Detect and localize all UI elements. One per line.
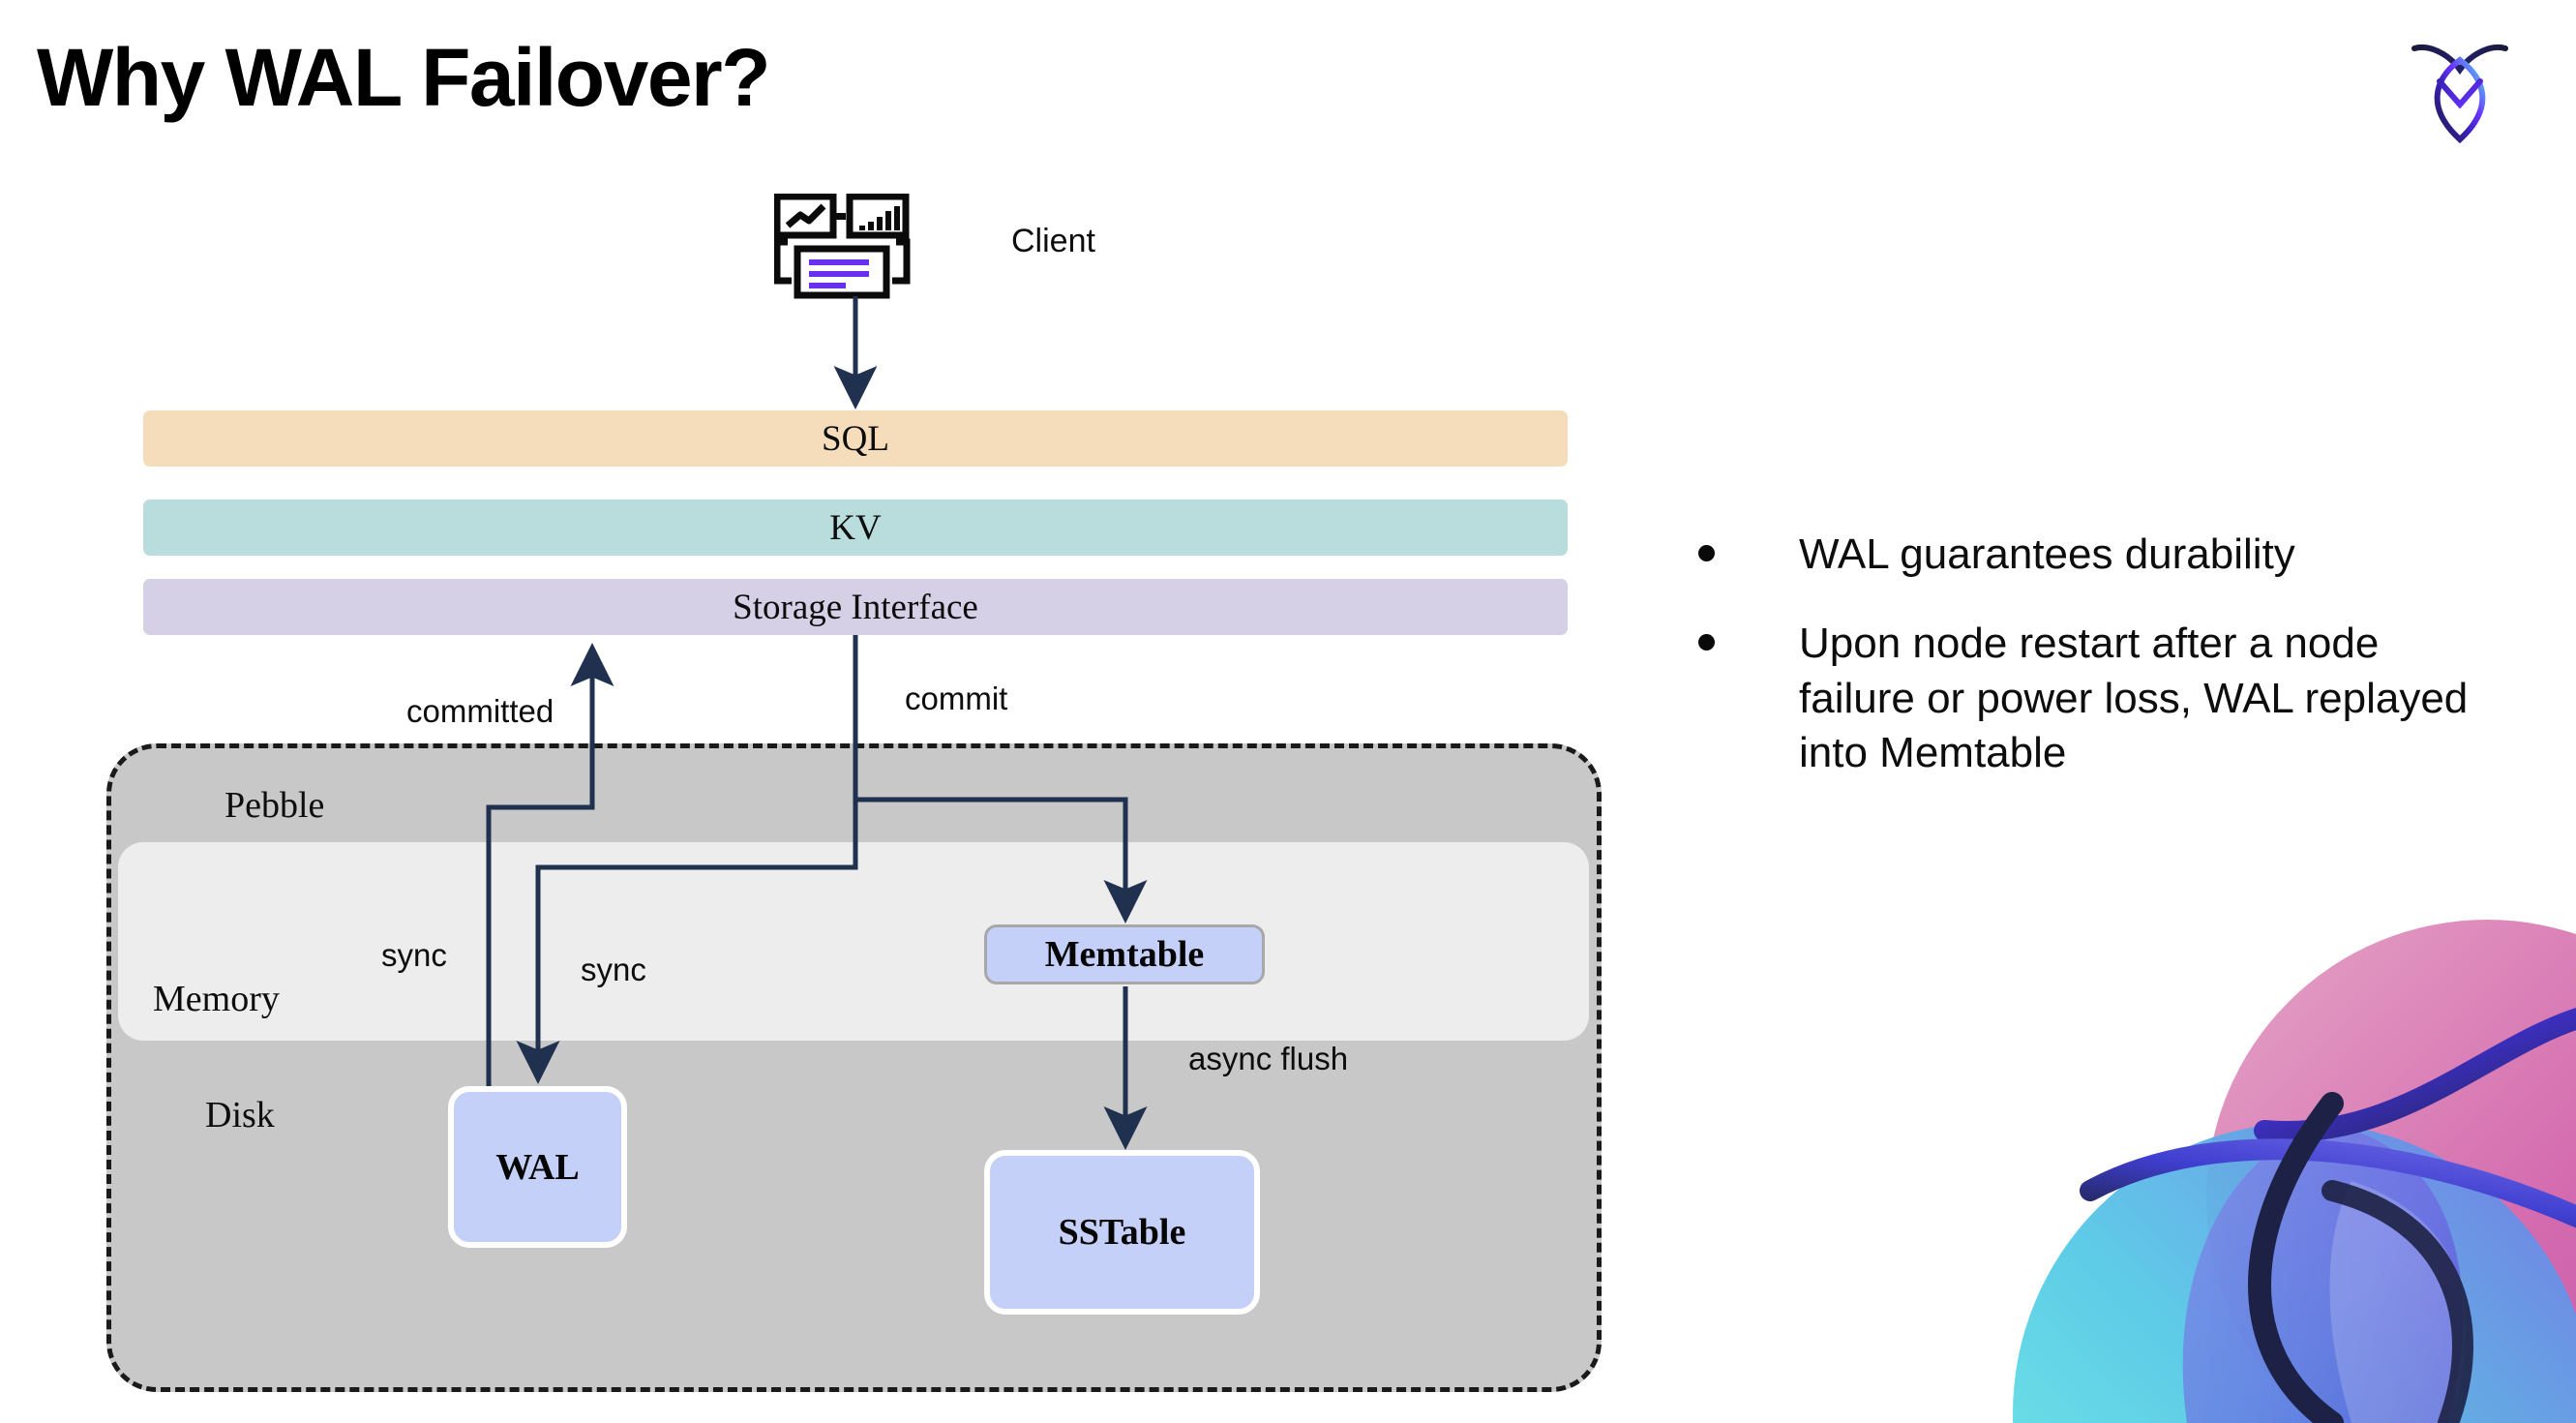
page-title: Why WAL Failover? <box>37 32 771 123</box>
bullet-list: WAL guarantees durability Upon node rest… <box>1698 528 2501 815</box>
layer-bar-sql: SQL <box>143 410 1568 467</box>
edge-label-commit: commit <box>905 681 1008 716</box>
bullet-text: WAL guarantees durability <box>1799 530 2295 578</box>
edge-label-committed: committed <box>406 693 554 729</box>
cockroach-leaf-logo-icon <box>2407 31 2513 145</box>
disk-label: Disk <box>205 1095 275 1135</box>
node-wal: WAL <box>448 1086 627 1248</box>
node-label-memtable: Memtable <box>1044 934 1205 975</box>
edge-label-sync-right: sync <box>581 952 646 987</box>
list-item: WAL guarantees durability <box>1698 528 2501 582</box>
node-memtable: Memtable <box>984 924 1265 984</box>
layer-label-storage-interface: Storage Interface <box>733 587 978 627</box>
memory-label: Memory <box>153 979 280 1019</box>
client-label: Client <box>1011 223 1095 259</box>
layer-bar-storage-interface: Storage Interface <box>143 579 1568 635</box>
client-dashboard-icon <box>773 193 929 300</box>
memory-region <box>118 842 1589 1041</box>
bullet-text: Upon node restart after a node failure o… <box>1799 620 2469 776</box>
layer-label-kv: KV <box>829 507 882 548</box>
layer-label-sql: SQL <box>822 418 889 459</box>
node-label-wal: WAL <box>495 1146 580 1188</box>
node-label-sstable: SSTable <box>1058 1212 1186 1253</box>
pebble-label: Pebble <box>225 785 325 826</box>
layer-bar-kv: KV <box>143 500 1568 556</box>
node-sstable: SSTable <box>984 1150 1260 1315</box>
gradient-circles-leaf-artwork <box>1945 900 2576 1423</box>
edge-label-sync-left: sync <box>381 937 447 973</box>
bullet-dot-icon <box>1698 545 1718 561</box>
edge-label-async-flush: async flush <box>1188 1041 1349 1076</box>
bullet-dot-icon <box>1698 634 1718 651</box>
pebble-container <box>106 743 1602 1392</box>
list-item: Upon node restart after a node failure o… <box>1698 617 2501 780</box>
